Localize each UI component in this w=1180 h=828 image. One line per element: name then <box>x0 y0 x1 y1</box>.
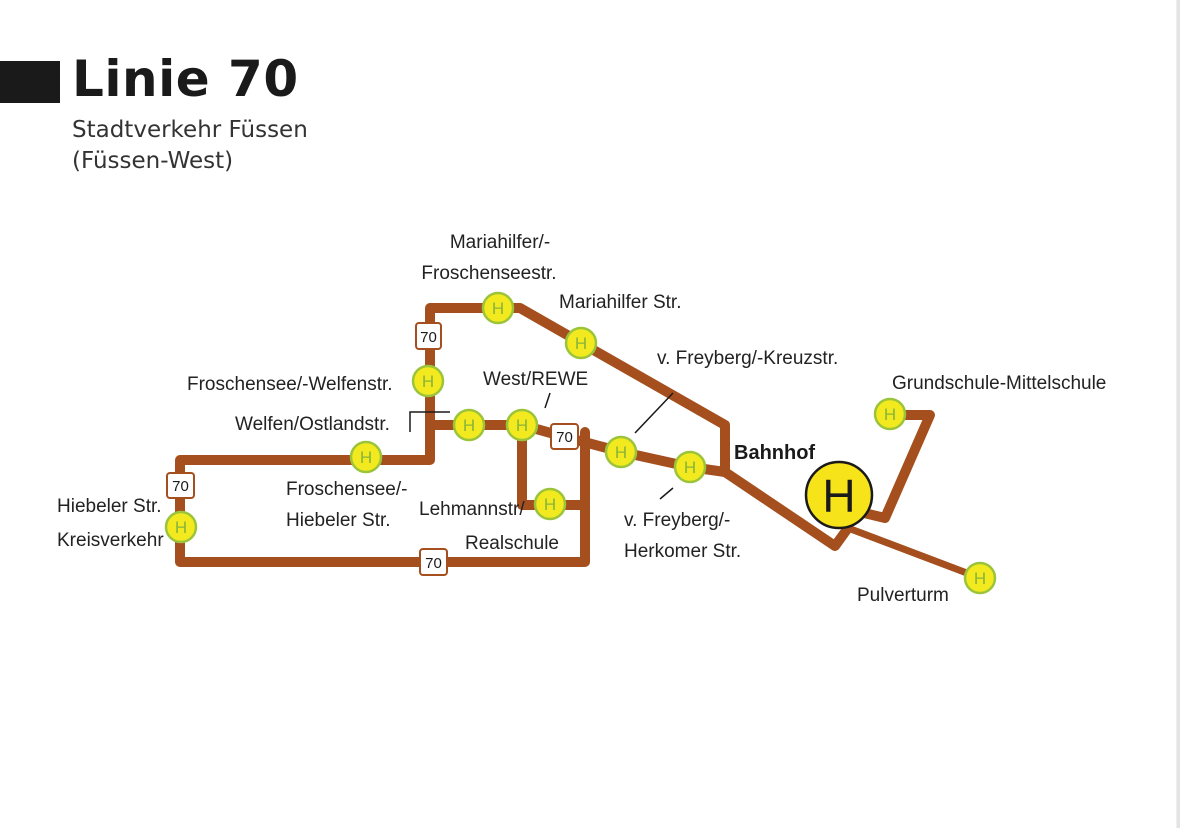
stop-label: v. Freyberg/- <box>624 510 730 531</box>
stop-mariahilfer-str[interactable]: H <box>564 326 598 360</box>
bus-stop-icon <box>564 326 598 360</box>
svg-text:H: H <box>516 416 528 435</box>
page-subtitle: Stadtverkehr Füssen (Füssen-West) <box>72 115 308 177</box>
bus-stop-icon <box>411 364 445 398</box>
route-badge: 70 <box>415 322 442 350</box>
svg-text:70: 70 <box>172 478 189 495</box>
stop-label: Hiebeler Str. <box>286 510 391 531</box>
stop-label: Froschensee/- <box>286 479 407 500</box>
stop-froschensee-welfenstr[interactable]: H <box>411 364 445 398</box>
stop-label: v. Freyberg/-Kreuzstr. <box>657 348 838 369</box>
stop-froschensee-hiebeler[interactable]: H <box>349 440 383 474</box>
route-badge: 70 <box>419 548 448 576</box>
stop-west-rewe[interactable]: H <box>505 408 539 442</box>
stop-label: Froschenseestr. <box>421 263 556 284</box>
svg-text:H: H <box>615 443 627 462</box>
stop-lehmannstr-realschule[interactable]: H <box>533 487 567 521</box>
leader-lines <box>409 392 674 500</box>
page-edge <box>1176 0 1180 828</box>
route-badge: 70 <box>166 472 195 499</box>
stop-pulverturm[interactable]: H <box>963 561 997 595</box>
stop-v-freyberg-herkomer[interactable]: H <box>673 450 707 484</box>
stop-mariahilfer-froschenseestr[interactable]: H <box>481 291 515 325</box>
svg-text:70: 70 <box>420 329 437 346</box>
bus-stop-icon <box>673 450 707 484</box>
svg-text:H: H <box>575 334 587 353</box>
bus-stop-icon <box>349 440 383 474</box>
svg-text:H: H <box>360 448 372 467</box>
station-label: Bahnhof <box>734 442 815 464</box>
stop-welfen-ostlandstr[interactable]: H <box>452 408 486 442</box>
route-badge: 70 <box>550 423 579 450</box>
stop-label: Realschule <box>465 533 559 554</box>
bus-stop-icon <box>505 408 539 442</box>
header-color-block <box>0 61 60 103</box>
stop-label: Mariahilfer Str. <box>559 292 681 313</box>
stop-label: Mariahilfer/- <box>450 232 550 253</box>
subtitle-line-1: Stadtverkehr Füssen <box>72 117 308 143</box>
bus-stop-icon <box>481 291 515 325</box>
stop-label: Herkomer Str. <box>624 541 741 562</box>
stop-grundschule-mittelschule[interactable]: H <box>873 397 907 431</box>
stop-v-freyberg-kreuzstr[interactable]: H <box>604 435 638 469</box>
stop-label: Kreisverkehr <box>57 530 164 551</box>
stop-label: West/REWE <box>483 369 588 390</box>
stop-label: Froschensee/-Welfenstr. <box>187 374 393 395</box>
stop-hiebeler-kreisverkehr[interactable]: H <box>164 510 198 544</box>
svg-text:H: H <box>422 372 434 391</box>
stop-label: Welfen/Ostlandstr. <box>235 414 390 435</box>
svg-text:H: H <box>544 495 556 514</box>
main-bus-stop-icon <box>804 460 874 530</box>
svg-text:H: H <box>175 518 187 537</box>
stop-label: Lehmannstr/ <box>419 499 525 520</box>
svg-text:H: H <box>884 405 896 424</box>
svg-text:H: H <box>684 458 696 477</box>
svg-text:H: H <box>463 416 475 435</box>
bus-stop-icon <box>452 408 486 442</box>
svg-text:H: H <box>974 569 986 588</box>
svg-text:70: 70 <box>556 429 573 446</box>
stop-bahnhof-main[interactable]: H <box>804 460 874 530</box>
page-title: Linie 70 <box>72 50 299 108</box>
route-line-pulverturm <box>844 524 984 582</box>
stop-label: Pulverturm <box>857 585 949 606</box>
stop-label: Hiebeler Str. <box>57 496 162 517</box>
bus-stop-icon <box>604 435 638 469</box>
stop-label: Grundschule-Mittelschule <box>892 373 1106 394</box>
svg-text:70: 70 <box>425 555 442 572</box>
svg-text:H: H <box>492 299 504 318</box>
svg-text:H: H <box>822 470 855 522</box>
bus-stop-icon <box>873 397 907 431</box>
bus-stop-icon <box>164 510 198 544</box>
bus-stop-icon <box>963 561 997 595</box>
subtitle-line-2: (Füssen-West) <box>72 148 234 174</box>
bus-stop-icon <box>533 487 567 521</box>
